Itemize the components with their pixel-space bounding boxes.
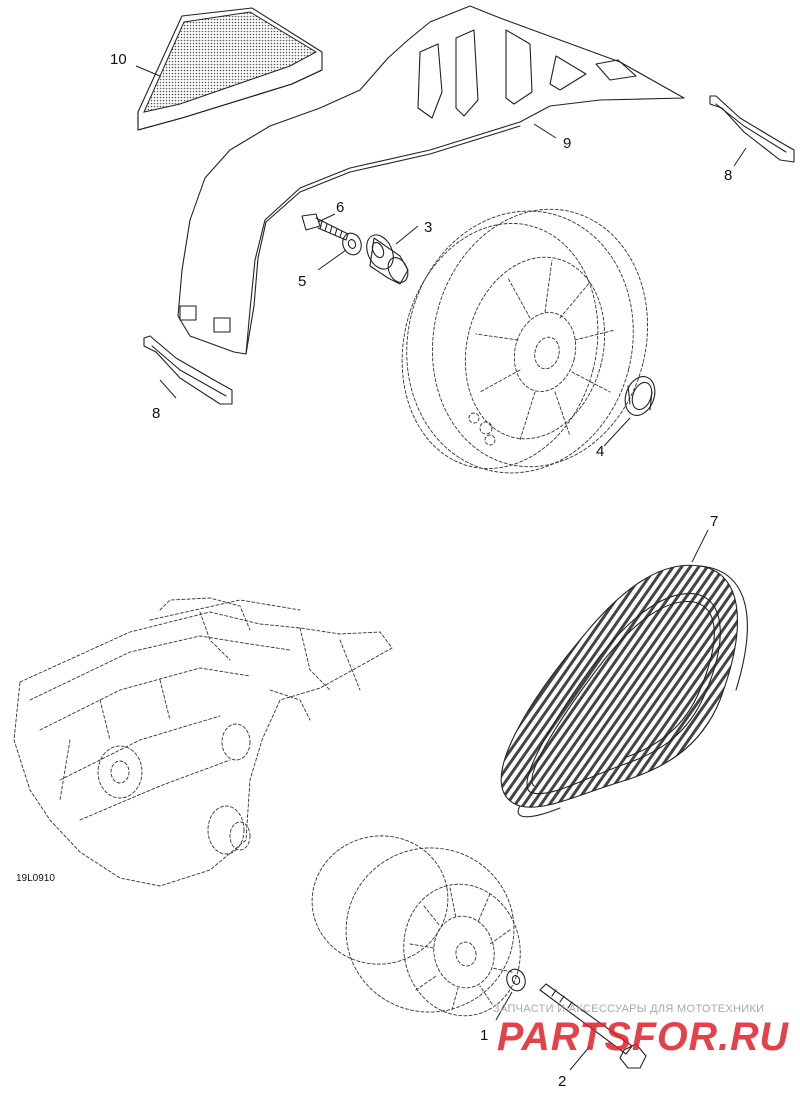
callout-4: 4 <box>596 443 604 460</box>
callout-3: 3 <box>424 219 432 236</box>
part-5-washer <box>342 232 362 256</box>
callout-labels: 10 9 8 6 3 5 8 4 7 1 2 19L0910 <box>16 51 732 1090</box>
callout-8-upper: 8 <box>724 167 732 184</box>
leader-lines <box>135 65 747 1071</box>
callout-10: 10 <box>110 51 127 68</box>
drive-pulley-reference <box>401 208 649 474</box>
part-3-spacer <box>366 234 409 285</box>
callout-5: 5 <box>298 273 306 290</box>
watermark-brand: PARTSFOR.RU <box>497 1015 789 1059</box>
watermark-subtitle: ЗАПЧАСТИ И АКСЕССУАРЫ ДЛЯ МОТОТЕХНИКИ <box>493 1003 764 1015</box>
watermark: ЗАПЧАСТИ И АКСЕССУАРЫ ДЛЯ МОТОТЕХНИКИ PA… <box>493 1003 789 1059</box>
part-4-ring <box>624 376 656 416</box>
callout-9: 9 <box>563 135 571 152</box>
callout-2: 2 <box>558 1073 566 1090</box>
part-6-screw <box>301 213 349 241</box>
figure-code: 19L0910 <box>16 873 55 884</box>
callout-1: 1 <box>480 1027 488 1044</box>
part-8-clip-upper <box>709 95 795 163</box>
callout-7: 7 <box>710 513 718 530</box>
part-1-washer <box>506 968 526 992</box>
callout-6: 6 <box>336 199 344 216</box>
part-9-belt-guard <box>177 5 685 355</box>
callout-8-left: 8 <box>152 405 160 422</box>
part-2-bolt <box>539 983 647 1069</box>
part-10-mesh-pad <box>137 7 323 131</box>
part-8-clip-left <box>143 335 233 405</box>
engine-reference <box>13 597 393 887</box>
part-7-drive-belt <box>500 564 748 818</box>
driven-pulley-reference <box>311 835 521 1017</box>
